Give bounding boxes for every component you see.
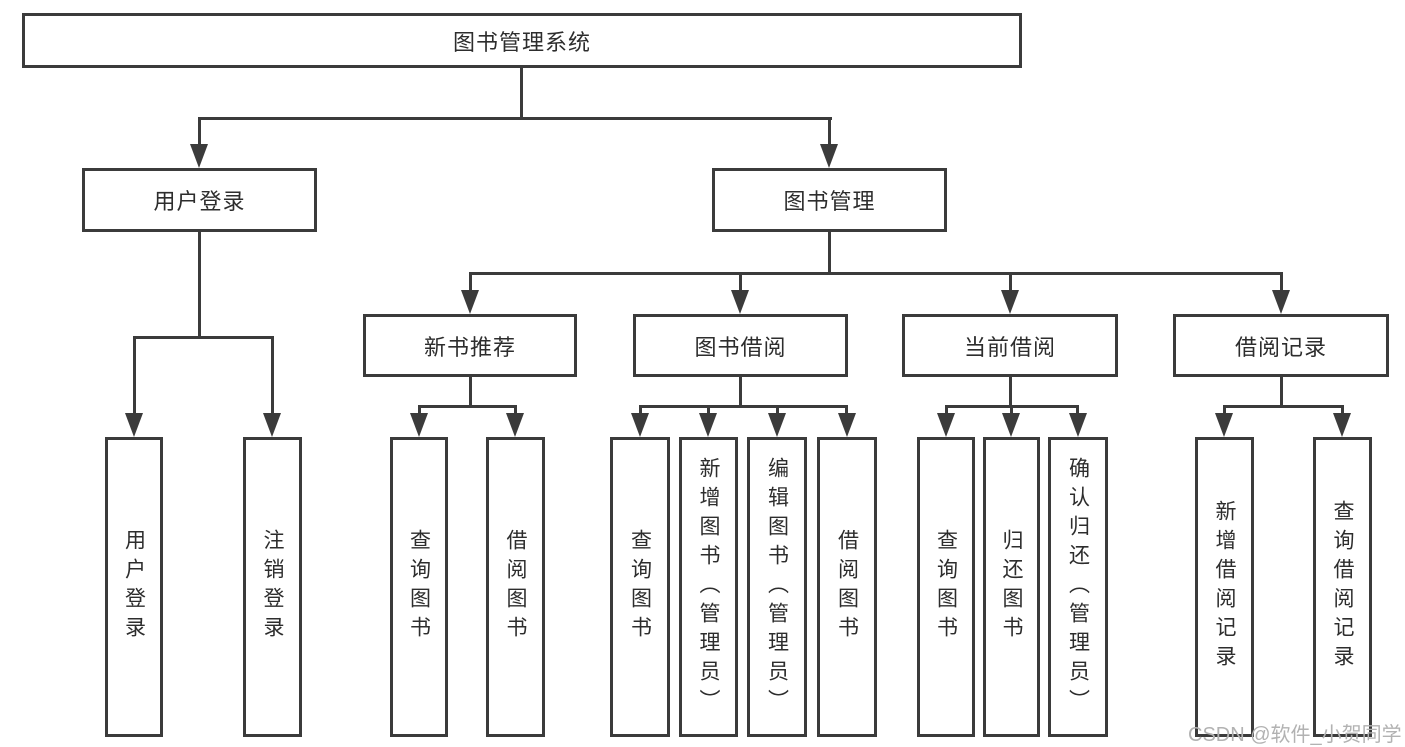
node-user-login-label: 用户登录 [153, 189, 246, 214]
connector-line [418, 405, 517, 408]
arrow-down-icon [263, 413, 281, 437]
node-current-borrowing-label: 当前借阅 [963, 334, 1056, 360]
node-new-book-recommend-label: 新书推荐 [423, 334, 516, 360]
connector-line [1280, 272, 1283, 292]
connector-line [739, 375, 742, 408]
arrow-down-icon [937, 413, 955, 437]
arrow-down-icon [461, 290, 479, 314]
connector-line [1009, 272, 1012, 292]
leaf-user-login: 用户登录 [105, 437, 163, 737]
arrow-down-icon [1272, 290, 1290, 314]
leaf-return-books: 归还图书 [983, 437, 1040, 737]
connector-line [469, 375, 472, 408]
arrow-down-icon [190, 144, 208, 168]
connector-line [639, 405, 848, 408]
arrow-down-icon [699, 413, 717, 437]
leaf-confirm-return-admin: 确认归还（管理员） [1048, 437, 1108, 737]
node-library-system: 图书管理系统 [22, 13, 1022, 68]
leaf-add-books-admin: 新增图书（管理员） [679, 437, 738, 737]
arrow-down-icon [731, 290, 749, 314]
arrow-down-icon [768, 413, 786, 437]
leaf-logout: 注销登录 [243, 437, 302, 737]
node-book-management: 图书管理 [712, 168, 947, 232]
connector-line [1009, 375, 1012, 408]
connector-line [198, 117, 201, 147]
arrow-down-icon [820, 144, 838, 168]
connector-line [707, 405, 710, 416]
arrow-down-icon [506, 413, 524, 437]
leaf-query-books-borrowing-label: 查询图书 [628, 529, 652, 645]
arrow-down-icon [1069, 413, 1087, 437]
leaf-query-books-borrowing: 查询图书 [610, 437, 670, 737]
leaf-query-books-current: 查询图书 [917, 437, 975, 737]
connector-line [1341, 405, 1344, 416]
node-library-system-label: 图书管理系统 [452, 29, 591, 55]
leaf-edit-books-admin-label: 编辑图书（管理员） [765, 456, 789, 718]
node-book-borrowing: 图书借阅 [633, 314, 848, 377]
leaf-borrow-books: 借阅图书 [817, 437, 877, 737]
leaf-logout-label: 注销登录 [261, 529, 284, 645]
arrow-down-icon [1001, 290, 1019, 314]
leaf-add-books-admin-label: 新增图书（管理员） [697, 456, 720, 718]
leaf-user-login-label: 用户登录 [122, 529, 146, 645]
node-book-management-label: 图书管理 [783, 189, 876, 214]
connector-line [418, 405, 421, 416]
arrow-down-icon [1333, 413, 1351, 437]
leaf-query-borrow-record-label: 查询借阅记录 [1331, 500, 1354, 674]
csdn-watermark: CSDN @软件_小贺同学 [1188, 724, 1402, 746]
connector-line [198, 117, 832, 120]
connector-line [945, 405, 948, 416]
leaf-borrow-books-newbook-label: 借阅图书 [504, 529, 527, 645]
leaf-query-books-current-label: 查询图书 [934, 529, 958, 645]
connector-line [469, 272, 472, 292]
connector-line [1223, 405, 1344, 408]
node-borrowing-records-label: 借阅记录 [1234, 334, 1327, 360]
leaf-query-books-newbook-label: 查询图书 [407, 529, 431, 645]
arrow-down-icon [631, 413, 649, 437]
connector-line [271, 336, 274, 416]
connector-line [776, 405, 779, 416]
connector-line [469, 272, 1283, 275]
leaf-add-borrow-record-label: 新增借阅记录 [1213, 500, 1236, 674]
leaf-add-borrow-record: 新增借阅记录 [1195, 437, 1254, 737]
node-current-borrowing: 当前借阅 [902, 314, 1118, 377]
leaf-borrow-books-label: 借阅图书 [835, 529, 859, 645]
arrow-down-icon [410, 413, 428, 437]
node-borrowing-records: 借阅记录 [1173, 314, 1389, 377]
node-new-book-recommend: 新书推荐 [363, 314, 577, 377]
connector-line [845, 405, 848, 416]
connector-line [520, 68, 523, 117]
connector-line [639, 405, 642, 416]
connector-line [133, 336, 136, 416]
leaf-edit-books-admin: 编辑图书（管理员） [747, 437, 807, 737]
arrow-down-icon [1002, 413, 1020, 437]
arrow-down-icon [838, 413, 856, 437]
node-book-borrowing-label: 图书借阅 [694, 334, 787, 360]
connector-line [514, 405, 517, 416]
connector-line [133, 336, 274, 339]
connector-line [828, 117, 831, 147]
connector-line [1223, 405, 1226, 416]
connector-line [1076, 405, 1079, 416]
connector-line [1280, 375, 1283, 408]
connector-line [1010, 405, 1013, 416]
node-user-login: 用户登录 [82, 168, 317, 232]
leaf-query-books-newbook: 查询图书 [390, 437, 448, 737]
connector-line [828, 232, 831, 275]
connector-line [198, 232, 201, 336]
leaf-borrow-books-newbook: 借阅图书 [486, 437, 545, 737]
arrow-down-icon [125, 413, 143, 437]
arrow-down-icon [1215, 413, 1233, 437]
leaf-query-borrow-record: 查询借阅记录 [1313, 437, 1372, 737]
connector-line [739, 272, 742, 292]
leaf-return-books-label: 归还图书 [1000, 529, 1023, 645]
leaf-confirm-return-admin-label: 确认归还（管理员） [1066, 456, 1090, 718]
